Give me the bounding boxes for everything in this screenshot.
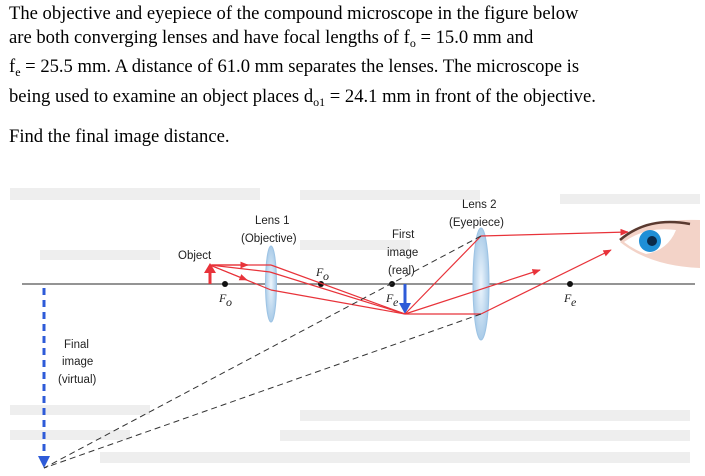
problem-line-2-text-b: = 15.0 mm and — [415, 26, 534, 48]
final-image-label-1: Final — [64, 339, 89, 351]
eyepiece-rays — [404, 228, 629, 315]
svg-text:F: F — [563, 291, 572, 305]
problem-line-2: are both converging lenses and have foca… — [9, 26, 699, 56]
objective-lens — [265, 245, 277, 323]
svg-text:o: o — [226, 295, 232, 309]
virtual-ray-extensions — [43, 235, 482, 469]
focal-point-fe-left — [389, 281, 395, 287]
svg-text:F: F — [385, 291, 394, 305]
problem-line-2-text-a: are both converging lenses and have foca… — [9, 26, 410, 48]
svg-text:F: F — [218, 291, 227, 305]
eyepiece-lens — [472, 227, 490, 341]
problem-statement: The objective and eyepiece of the compou… — [9, 2, 699, 114]
question-text: Find the final image distance. — [9, 126, 230, 147]
lens2-title: Lens 2 — [462, 199, 497, 211]
lens1-subtitle: (Objective) — [241, 233, 297, 245]
final-image-label-2: image — [62, 356, 93, 368]
problem-line-4-text-a: being used to examine an object places d — [9, 85, 314, 107]
problem-line-3-text-b: = 25.5 mm. A distance of 61.0 mm separat… — [20, 56, 580, 77]
svg-text:o: o — [323, 269, 329, 283]
final-image-label-3: (virtual) — [58, 374, 97, 386]
do1-subscript: o1 — [313, 94, 326, 109]
fo-label-left: F o — [218, 291, 232, 309]
first-image-label-2: image — [387, 247, 418, 259]
eye-icon — [619, 219, 700, 268]
focal-point-fo-left — [222, 281, 228, 287]
fe-subscript: e — [15, 65, 21, 79]
object-label: Object — [178, 250, 212, 262]
lens1-title: Lens 1 — [255, 215, 290, 227]
fe-label-left: F e — [385, 291, 399, 309]
problem-line-3: fe = 25.5 mm. A distance of 61.0 mm sepa… — [9, 55, 699, 85]
svg-text:e: e — [571, 295, 577, 309]
faint-background-text — [10, 188, 700, 463]
problem-line-3-text-a: f — [9, 56, 16, 77]
fe-label-right: F e — [563, 291, 577, 309]
problem-line-4: being used to examine an object places d… — [9, 85, 699, 115]
object-arrow — [204, 263, 216, 284]
svg-text:F: F — [315, 265, 324, 279]
lens2-subtitle: (Eyepiece) — [449, 217, 504, 229]
microscope-diagram: Lens 1 (Objective) Lens 2 (Eyepiece) Obj… — [10, 188, 700, 469]
focal-point-fe-right — [567, 281, 573, 287]
first-image-arrow — [399, 284, 411, 314]
final-image-arrow — [38, 288, 50, 468]
objective-rays — [209, 261, 406, 315]
problem-line-4-text-b: = 24.1 mm in front of the objective. — [325, 85, 596, 107]
fo-label-right: F o — [315, 265, 329, 283]
svg-text:e: e — [393, 295, 399, 309]
problem-line-1: The objective and eyepiece of the compou… — [9, 3, 579, 24]
fo-subscript: o — [409, 35, 416, 50]
first-image-label-1: First — [392, 229, 415, 241]
first-image-label-3: (real) — [388, 265, 415, 277]
